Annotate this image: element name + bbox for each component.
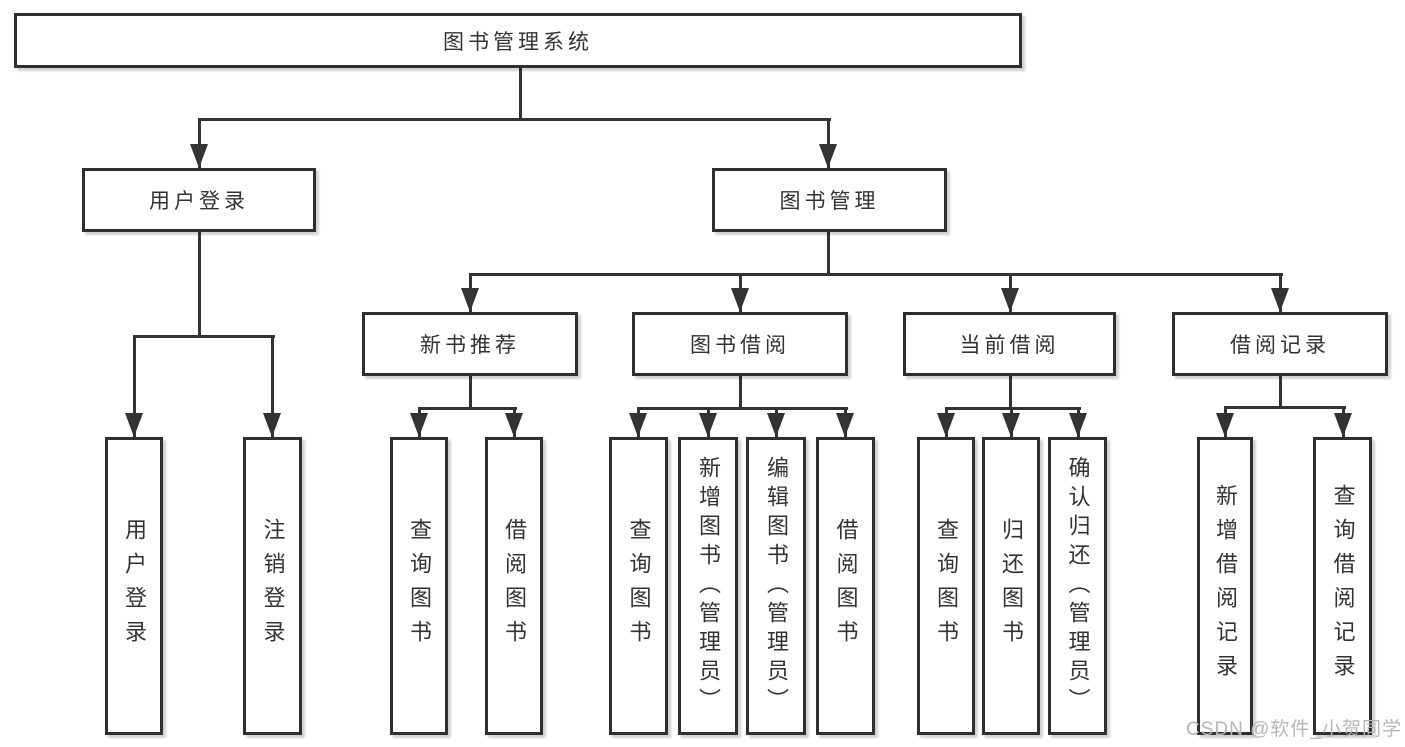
arrow-down-icon [767, 413, 785, 437]
arrow-down-icon [263, 413, 281, 437]
leaf-confirm-return-admin: 确认归还（管理员） [1048, 437, 1107, 735]
arrow-down-icon [629, 413, 647, 437]
leaf-label: 注销登录 [260, 518, 286, 654]
leaf-return-book: 归还图书 [982, 437, 1040, 735]
csdn-watermark: CSDN @软件_小贺同学 [1186, 719, 1402, 740]
node-current-borrowing: 当前借阅 [903, 312, 1116, 376]
leaf-borrow-books-borrowing: 借阅图书 [816, 437, 875, 735]
connector-line-v [1009, 375, 1012, 410]
node-label: 图书借阅 [690, 334, 790, 357]
arrow-down-icon [1069, 413, 1087, 437]
leaf-label: 查询图书 [626, 518, 652, 654]
leaf-label: 借阅图书 [833, 518, 859, 654]
leaf-label: 借阅图书 [502, 518, 527, 654]
arrow-down-icon [937, 413, 955, 437]
leaf-label: 新增图书（管理员） [696, 455, 721, 717]
connector-line-v [1279, 375, 1282, 409]
connector-line-v [198, 118, 201, 168]
leaf-label: 归还图书 [999, 518, 1024, 654]
connector-line-h [418, 407, 517, 410]
leaf-user-login: 用户登录 [105, 437, 163, 735]
connector-line-v [827, 232, 830, 276]
arrow-down-icon [505, 413, 523, 437]
arrow-down-icon [699, 413, 717, 437]
arrow-down-icon [836, 413, 854, 437]
connector-line-h [198, 118, 831, 121]
arrow-down-icon [731, 288, 749, 312]
connector-line-v [519, 68, 522, 119]
leaf-label: 用户登录 [122, 518, 147, 654]
leaf-label: 查询图书 [407, 518, 432, 654]
connector-line-v [198, 232, 201, 338]
connector-line-v [271, 335, 274, 437]
arrow-down-icon [125, 413, 143, 437]
leaf-label: 查询借阅记录 [1330, 484, 1356, 688]
connector-line-h [469, 273, 1283, 276]
node-label: 新书推荐 [420, 334, 520, 357]
arrow-down-icon [461, 288, 479, 312]
node-label: 图书管理系统 [443, 30, 593, 54]
leaf-add-book-admin: 新增图书（管理员） [678, 437, 738, 735]
connector-line-h [637, 407, 848, 410]
leaf-label: 编辑图书（管理员） [764, 455, 789, 717]
node-borrow-records: 借阅记录 [1172, 312, 1388, 376]
arrow-down-icon [1334, 413, 1352, 437]
connector-line-v [469, 375, 472, 410]
leaf-edit-book-admin: 编辑图书（管理员） [746, 437, 806, 735]
arrow-down-icon [1271, 288, 1289, 312]
leaf-label: 新增借阅记录 [1213, 484, 1238, 688]
node-label: 借阅记录 [1230, 334, 1330, 357]
leaf-query-borrow-record: 查询借阅记录 [1313, 437, 1372, 735]
leaf-label: 查询图书 [934, 518, 959, 654]
leaf-add-borrow-record: 新增借阅记录 [1197, 437, 1253, 735]
leaf-query-books-borrowing: 查询图书 [609, 437, 668, 735]
leaf-query-books-recommend: 查询图书 [390, 437, 448, 735]
connector-line-h [945, 407, 1081, 410]
arrow-down-icon [410, 413, 428, 437]
node-label: 用户登录 [149, 190, 249, 213]
leaf-borrow-books-recommend: 借阅图书 [485, 437, 543, 735]
node-new-book-recommend: 新书推荐 [362, 312, 578, 376]
leaf-label: 确认归还（管理员） [1065, 455, 1091, 717]
node-label: 当前借阅 [959, 334, 1060, 357]
arrow-down-icon [190, 144, 208, 168]
connector-line-v [739, 375, 742, 410]
leaf-query-books-current: 查询图书 [917, 437, 975, 735]
node-library-system: 图书管理系统 [14, 13, 1022, 68]
node-user-login: 用户登录 [82, 168, 316, 232]
arrow-down-icon [1216, 413, 1234, 437]
connector-line-h [133, 335, 275, 338]
connector-line-v [133, 335, 136, 437]
leaf-logout: 注销登录 [243, 437, 302, 735]
connector-line-h [1224, 406, 1346, 409]
node-book-borrowing: 图书借阅 [632, 312, 848, 376]
connector-line-v [827, 118, 830, 168]
arrow-down-icon [1001, 288, 1019, 312]
node-book-management: 图书管理 [712, 168, 947, 232]
node-label: 图书管理 [779, 190, 880, 213]
arrow-down-icon [1002, 413, 1020, 437]
arrow-down-icon [819, 144, 837, 168]
